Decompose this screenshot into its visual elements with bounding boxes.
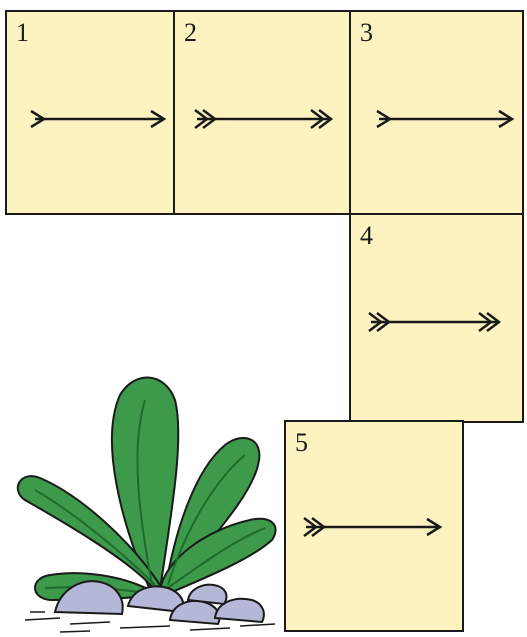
fern-plant-icon	[16, 376, 277, 633]
panel-1: 1	[5, 10, 175, 215]
panel-4: 4	[349, 213, 524, 423]
panel-number-5: 5	[295, 428, 308, 457]
panel-number-1: 1	[16, 18, 29, 47]
single-fletched-arrow-icon	[376, 109, 515, 129]
double-chevron-arrow-icon	[368, 312, 502, 332]
panel-3: 3	[349, 10, 524, 215]
double-chevron-arrow-icon	[194, 109, 334, 129]
rocks-icon	[53, 580, 265, 626]
single-fletched-arrow-icon	[30, 109, 167, 129]
panel-5: 5	[284, 420, 464, 632]
panel-number-2: 2	[184, 18, 197, 47]
double-fletched-arrow-icon	[303, 517, 443, 537]
panel-number-3: 3	[360, 18, 373, 47]
panel-number-4: 4	[360, 221, 373, 250]
